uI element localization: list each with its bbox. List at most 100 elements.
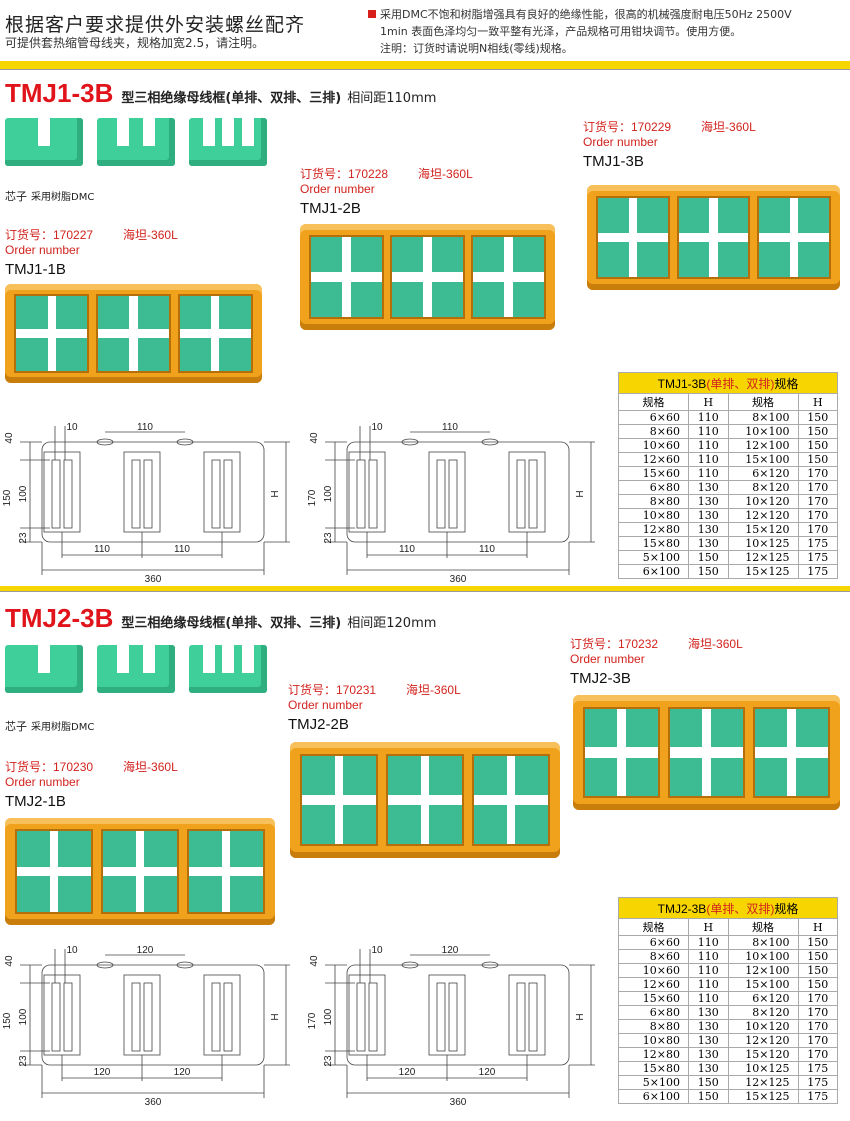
brand: 海坦-360L bbox=[418, 167, 473, 181]
table-cell: 130 bbox=[688, 480, 729, 495]
note-line: 注明：订货时请说明N相线(零线)规格。 bbox=[380, 42, 573, 55]
table-cell: 110 bbox=[688, 935, 729, 950]
table-cell: 6×120 bbox=[727, 466, 799, 481]
model-name: TMJ2-3B bbox=[5, 603, 114, 633]
table-cell: 10×80 bbox=[618, 508, 689, 523]
table-cell: 10×100 bbox=[727, 424, 799, 439]
product-image bbox=[290, 742, 560, 858]
table-cell: 15×80 bbox=[618, 536, 689, 551]
table-cell: 6×60 bbox=[618, 410, 689, 425]
dimension-pitch2: 110 bbox=[479, 544, 495, 555]
table-cell: 8×80 bbox=[618, 494, 689, 509]
dimension-length: 360 bbox=[450, 1097, 467, 1108]
dimension-slot: 10 bbox=[66, 945, 78, 956]
phase-gap: 相间距120mm bbox=[347, 616, 437, 631]
table-cell: 8×120 bbox=[727, 1005, 799, 1020]
table-cell: 5×100 bbox=[618, 550, 689, 565]
brand: 海坦-360L bbox=[123, 760, 178, 774]
dimension-slot: 10 bbox=[371, 945, 383, 956]
dimension-H: H bbox=[270, 1013, 281, 1020]
table-cell: 170 bbox=[797, 480, 838, 495]
dimension-pitch1: 120 bbox=[399, 1067, 416, 1078]
table-cell: 150 bbox=[797, 410, 838, 425]
core-image bbox=[189, 118, 267, 166]
table-cell: 130 bbox=[688, 1033, 729, 1048]
table-cell: 6×80 bbox=[618, 480, 689, 495]
dimension-pitch1: 120 bbox=[94, 1067, 111, 1078]
dimension-inner: 100 bbox=[18, 485, 29, 502]
product-image bbox=[587, 185, 840, 290]
table-cell: 130 bbox=[688, 522, 729, 537]
table-cell: 150 bbox=[688, 1075, 729, 1090]
product-image bbox=[5, 284, 262, 383]
product-image bbox=[573, 695, 840, 810]
table-cell: 10×100 bbox=[727, 949, 799, 964]
table-cell: 6×100 bbox=[618, 564, 689, 579]
core-image bbox=[5, 645, 83, 693]
product-model: TMJ1-3B bbox=[583, 153, 644, 170]
table-cell: 15×120 bbox=[727, 1047, 799, 1062]
table-cell: 110 bbox=[688, 438, 729, 453]
table-cell: 110 bbox=[688, 963, 729, 978]
order-number-en: Order number bbox=[5, 243, 80, 257]
table-cell: 130 bbox=[688, 1061, 729, 1076]
table-header: H bbox=[688, 393, 729, 411]
table-cell: 10×125 bbox=[727, 1061, 799, 1076]
order-number: 订货号：170230 bbox=[5, 760, 94, 774]
dimension-H: H bbox=[575, 1013, 586, 1020]
table-cell: 175 bbox=[797, 564, 838, 579]
table-caption: TMJ2-3B(单排、双排)规格 bbox=[618, 897, 838, 919]
phase-gap: 相间距110mm bbox=[347, 91, 437, 106]
core-caption: 芯子采用树脂DMC bbox=[5, 188, 94, 204]
table-cell: 12×80 bbox=[618, 522, 689, 537]
title-text: 型三相绝缘母线框(单排、双排、三排) bbox=[121, 616, 342, 631]
table-cell: 6×80 bbox=[618, 1005, 689, 1020]
dimension-slot: 10 bbox=[66, 422, 78, 433]
table-header: 规格 bbox=[618, 918, 689, 936]
core-image bbox=[5, 118, 83, 166]
table-cell: 12×60 bbox=[618, 452, 689, 467]
table-cell: 150 bbox=[797, 935, 838, 950]
table-cell: 12×125 bbox=[727, 550, 799, 565]
table-cell: 150 bbox=[797, 977, 838, 992]
dimension-height: 170 bbox=[307, 1012, 318, 1029]
core-image bbox=[97, 645, 175, 693]
product-model: TMJ1-2B bbox=[300, 200, 361, 217]
table-cell: 6×120 bbox=[727, 991, 799, 1006]
product-image bbox=[300, 224, 555, 330]
table-cell: 15×60 bbox=[618, 991, 689, 1006]
order-number-en: Order number bbox=[300, 182, 375, 196]
table-cell: 8×60 bbox=[618, 424, 689, 439]
table-cell: 10×120 bbox=[727, 494, 799, 509]
table-cell: 175 bbox=[797, 1075, 838, 1090]
dimension-pitch2: 120 bbox=[174, 1067, 191, 1078]
table-cell: 12×80 bbox=[618, 1047, 689, 1062]
table-cell: 150 bbox=[797, 424, 838, 439]
table-cell: 170 bbox=[797, 1047, 838, 1062]
order-number-en: Order number bbox=[583, 135, 658, 149]
table-cell: 15×120 bbox=[727, 522, 799, 537]
table-cell: 150 bbox=[688, 564, 729, 579]
dimension-slot: 10 bbox=[371, 422, 383, 433]
table-header: H bbox=[797, 918, 838, 936]
table-cell: 15×100 bbox=[727, 452, 799, 467]
order-number-en: Order number bbox=[570, 652, 645, 666]
table-cell: 8×60 bbox=[618, 949, 689, 964]
